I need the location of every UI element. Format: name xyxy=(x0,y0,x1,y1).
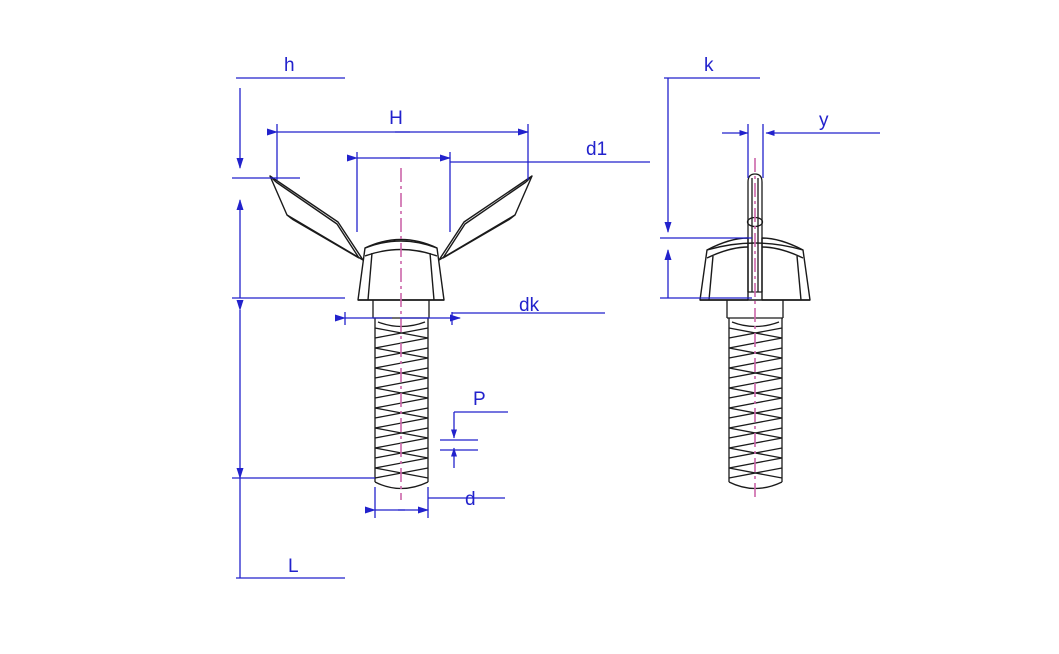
dimension-label-dk: dk xyxy=(519,295,540,316)
dimension-label-L: L xyxy=(288,556,299,577)
dimension-dk xyxy=(335,312,605,325)
dimension-label-P: P xyxy=(473,389,486,410)
front-view: h H d1 dk xyxy=(232,55,650,579)
dimension-label-H: H xyxy=(389,108,403,129)
dimension-label-d1: d1 xyxy=(586,139,607,160)
wing-right xyxy=(438,175,533,261)
dimension-k xyxy=(660,77,760,299)
dimension-label-k: k xyxy=(704,55,714,76)
dimension-label-y: y xyxy=(819,110,829,131)
dimension-L xyxy=(232,300,375,579)
head-body-side xyxy=(699,237,811,301)
dimension-y xyxy=(722,124,880,178)
dimension-P xyxy=(440,411,508,468)
dimension-d xyxy=(365,487,505,518)
side-view: k y xyxy=(660,55,880,500)
dimension-d1 xyxy=(347,152,650,232)
dimension-H xyxy=(267,124,529,180)
dimension-h xyxy=(232,77,345,299)
wing-left xyxy=(269,175,364,261)
dimension-label-d: d xyxy=(465,489,476,510)
dimension-label-h: h xyxy=(284,55,295,76)
